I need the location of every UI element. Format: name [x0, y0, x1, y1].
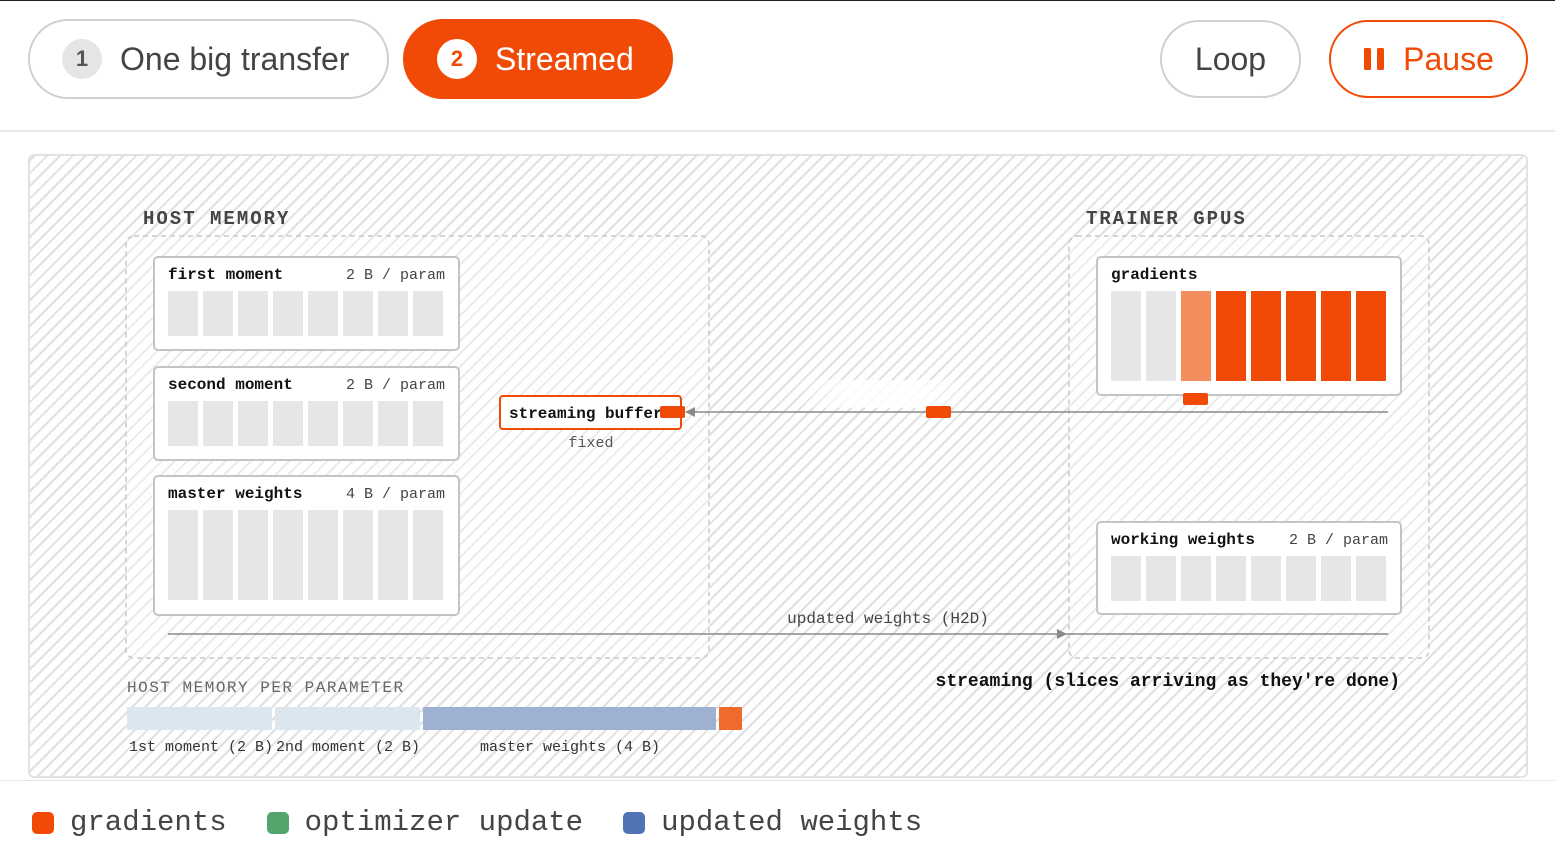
param-slice [308, 510, 338, 600]
updated-weights-label: updated weights (H2D) [787, 610, 989, 628]
transfer-fade-overlay [795, 380, 975, 408]
tab-number-badge: 1 [62, 39, 102, 79]
param-slice [238, 401, 268, 446]
legend-label: optimizer update [304, 806, 584, 839]
block-size: 4 B / param [346, 486, 445, 503]
header-divider [0, 130, 1555, 132]
param-slice [343, 291, 373, 336]
param-slice [1286, 291, 1316, 381]
param-slice [1286, 556, 1316, 601]
param-slice [168, 291, 198, 336]
legend-label: updated weights [661, 806, 923, 839]
streaming-buffer-note: fixed [568, 435, 613, 452]
param-slice [413, 401, 443, 446]
param-slice [168, 510, 198, 600]
block-title: first moment [168, 266, 283, 284]
block-title: second moment [168, 376, 293, 394]
first-moment-block: first moment 2 B / param [153, 256, 460, 351]
per-param-label-1st-moment: 1st moment (2 B) [129, 739, 273, 756]
param-slice [238, 510, 268, 600]
pause-button[interactable]: Pause [1329, 20, 1528, 98]
legend: gradients optimizer update updated weigh… [32, 806, 962, 839]
param-slice [413, 510, 443, 600]
legend-swatch [32, 811, 54, 834]
param-slice [343, 510, 373, 600]
gradients-block: gradients [1096, 256, 1402, 396]
param-slice [413, 291, 443, 336]
master-weights-block: master weights 4 B / param [153, 475, 460, 616]
param-slice [273, 291, 303, 336]
legend-item-optimizer-update: optimizer update [266, 806, 584, 839]
pause-icon [1364, 48, 1385, 70]
per-param-segment-master-weights [423, 707, 716, 730]
loop-label: Loop [1194, 40, 1267, 77]
param-slice [1356, 291, 1386, 381]
working-weights-block: working weights 2 B / param [1096, 521, 1402, 615]
param-slice [378, 401, 408, 446]
param-slice [1251, 556, 1281, 601]
tab-number-badge: 2 [437, 39, 477, 79]
param-slice [1111, 556, 1141, 601]
param-slice [203, 291, 233, 336]
param-slice [1146, 291, 1176, 381]
top-border [0, 0, 1555, 1]
loop-button[interactable]: Loop [1160, 20, 1301, 98]
tab-streamed[interactable]: 2 Streamed [403, 19, 673, 99]
legend-swatch [623, 811, 646, 834]
param-slice [308, 291, 338, 336]
streaming-buffer-label: streaming buffer [509, 405, 663, 423]
gradient-packet [1183, 393, 1208, 405]
gradient-packet [660, 406, 685, 418]
param-slice [1146, 556, 1176, 601]
tab-label: One big transfer [120, 40, 350, 77]
param-slice [1181, 556, 1211, 601]
block-title: gradients [1111, 266, 1197, 284]
param-slice [273, 401, 303, 446]
per-param-segment-1st-moment [127, 707, 272, 730]
param-slice [1251, 291, 1281, 381]
tab-one-big-transfer[interactable]: 1 One big transfer [28, 19, 389, 99]
param-slice [1216, 556, 1246, 601]
per-param-segment-2nd-moment [275, 707, 420, 730]
legend-label: gradients [70, 806, 227, 839]
streaming-buffer: streaming buffer fixed [499, 395, 682, 452]
param-slice [343, 401, 373, 446]
block-title: master weights [168, 485, 302, 503]
block-size: 2 B / param [346, 267, 445, 284]
legend-item-updated-weights: updated weights [623, 806, 922, 839]
param-slice [1321, 291, 1351, 381]
legend-swatch [266, 811, 289, 834]
block-size: 2 B / param [1289, 532, 1388, 549]
legend-item-gradients: gradients [32, 806, 227, 839]
param-slice [203, 510, 233, 600]
param-slice [203, 401, 233, 446]
gradient-packet [926, 406, 951, 418]
panel-bottom-divider [0, 780, 1555, 781]
param-slice [1321, 556, 1351, 601]
second-moment-block: second moment 2 B / param [153, 366, 460, 461]
per-param-label-master-weights: master weights (4 B) [480, 739, 660, 756]
param-slice [1111, 291, 1141, 381]
per-param-title: HOST MEMORY PER PARAMETER [127, 679, 405, 697]
trainer-gpus-title: TRAINER GPUS [1086, 208, 1247, 230]
param-slice [378, 291, 408, 336]
per-param-label-2nd-moment: 2nd moment (2 B) [276, 739, 420, 756]
param-slice [1181, 291, 1211, 381]
param-slice [1356, 556, 1386, 601]
per-param-segment-buffer [719, 707, 742, 730]
param-slice [238, 291, 268, 336]
tab-label: Streamed [495, 40, 634, 77]
param-slice [378, 510, 408, 600]
param-slice [1216, 291, 1246, 381]
host-memory-title: HOST MEMORY [143, 208, 290, 230]
param-slice [308, 401, 338, 446]
block-size: 2 B / param [346, 377, 445, 394]
status-caption: streaming (slices arriving as they're do… [936, 672, 1400, 692]
param-slice [273, 510, 303, 600]
param-slice [168, 401, 198, 446]
pause-label: Pause [1403, 40, 1494, 77]
block-title: working weights [1111, 531, 1255, 549]
